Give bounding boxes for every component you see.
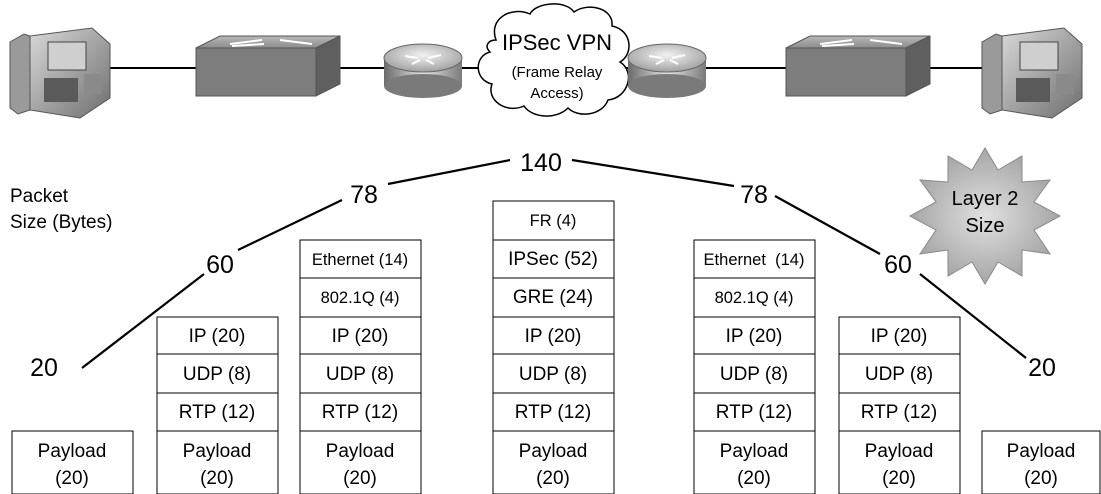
stack-6-payload-size: (20)	[882, 468, 916, 489]
stack-5-payload: Payload	[720, 441, 789, 462]
size-curve	[81, 158, 1027, 369]
stack-5-dot1q: 802.1Q (4)	[715, 289, 794, 307]
stack-7-payload: Payload	[1007, 441, 1076, 462]
stack-1-payload: Payload	[38, 441, 107, 462]
stack-5-udp: UDP (8)	[720, 364, 788, 385]
ip-phone-right-icon	[981, 27, 1083, 119]
router-right-icon	[627, 43, 707, 98]
switch-left-icon	[195, 35, 341, 97]
stack-5-ethernet: Ethernet (14)	[704, 251, 805, 269]
cloud-subtitle-2: Access)	[530, 85, 583, 102]
stack-1: Payload (20)	[11, 430, 134, 494]
stack-2-rtp: RTP (12)	[179, 402, 255, 423]
stack-7-payload-size: (20)	[1024, 468, 1058, 489]
stack-2: IP (20) UDP (8) RTP (12) Payload (20)	[156, 316, 279, 494]
stack-4-rtp: RTP (12)	[515, 402, 591, 423]
stack-2-ip: IP (20)	[189, 326, 246, 347]
stack-3-dot1q: 802.1Q (4)	[321, 289, 400, 307]
cloud-subtitle-1: (Frame Relay	[512, 64, 603, 81]
stack-6: IP (20) UDP (8) RTP (12) Payload (20)	[838, 316, 961, 494]
stack-4-fr: FR (4)	[530, 212, 577, 230]
stack-4: FR (4) IPSec (52) GRE (24) IP (20) UDP (…	[492, 200, 615, 494]
stack-1-payload-size: (20)	[55, 468, 89, 489]
cloud-title: IPSec VPN	[502, 30, 612, 55]
stack-3-payload-size: (20)	[343, 468, 377, 489]
stack-3-payload: Payload	[326, 441, 395, 462]
stack-3: Ethernet (14) 802.1Q (4) IP (20) UDP (8)…	[299, 239, 422, 494]
size-left-ethernet: 78	[350, 181, 378, 209]
badge-line2: Size	[966, 215, 1005, 237]
size-center: 140	[520, 149, 562, 177]
stack-3-rtp: RTP (12)	[322, 402, 398, 423]
size-left-ip: 60	[206, 251, 234, 279]
stack-4-udp: UDP (8)	[519, 364, 587, 385]
stack-5-rtp: RTP (12)	[716, 402, 792, 423]
stack-4-gre: GRE (24)	[513, 287, 593, 308]
vpn-cloud: IPSec VPN (Frame Relay Access)	[477, 3, 630, 117]
stack-6-rtp: RTP (12)	[861, 402, 937, 423]
switch-right-icon	[785, 35, 931, 97]
layer2-size-badge: Layer 2 Size	[908, 147, 1062, 285]
stack-4-ipsec: IPSec (52)	[508, 249, 598, 270]
stack-4-payload-size: (20)	[536, 468, 570, 489]
size-right-ip: 60	[884, 251, 912, 279]
size-left-payload: 20	[30, 354, 58, 382]
stack-7: Payload (20)	[981, 430, 1101, 494]
size-right-ethernet: 78	[740, 181, 768, 209]
stack-2-udp: UDP (8)	[183, 364, 251, 385]
stack-2-payload-size: (20)	[200, 468, 234, 489]
stack-4-ip: IP (20)	[525, 326, 582, 347]
stack-5: Ethernet (14) 802.1Q (4) IP (20) UDP (8)…	[693, 239, 816, 494]
stack-3-ip: IP (20)	[332, 326, 389, 347]
stack-6-payload: Payload	[865, 441, 934, 462]
badge-line1: Layer 2	[952, 188, 1019, 210]
stack-2-payload: Payload	[183, 441, 252, 462]
axis-label-line2: Size (Bytes)	[10, 212, 112, 233]
stack-6-udp: UDP (8)	[865, 364, 933, 385]
stack-3-ethernet: Ethernet (14)	[312, 251, 408, 269]
size-right-payload: 20	[1028, 354, 1056, 382]
stack-5-payload-size: (20)	[737, 468, 771, 489]
axis-label-line1: Packet	[10, 186, 69, 207]
stack-4-payload: Payload	[519, 441, 588, 462]
stack-6-ip: IP (20)	[871, 326, 928, 347]
stack-5-ip: IP (20)	[726, 326, 783, 347]
stack-3-udp: UDP (8)	[326, 364, 394, 385]
ip-phone-left-icon	[9, 27, 111, 119]
router-left-icon	[383, 43, 463, 98]
